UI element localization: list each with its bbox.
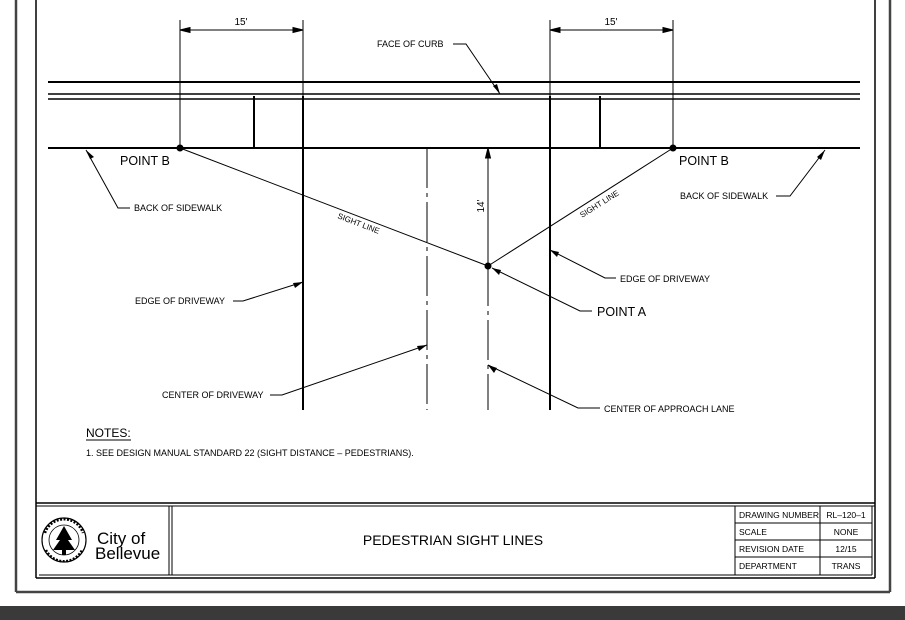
arrowhead [492, 268, 501, 275]
dim-depth: 14' [476, 199, 487, 212]
center-of-driveway-label: CENTER OF DRIVEWAY [162, 390, 264, 400]
dim-left-width: 15' [234, 17, 247, 28]
point-a-label: POINT A [597, 305, 647, 319]
sight-line-right [487, 147, 674, 267]
logo-bellevue: Bellevue [95, 544, 160, 563]
dim-arrow [549, 26, 561, 34]
leader-back-of-sidewalk-right [776, 149, 826, 197]
seal-text-bottom-arc [44, 549, 84, 563]
center-of-approach-lane-label: CENTER OF APPROACH LANE [604, 404, 735, 414]
row-label: DEPARTMENT [739, 561, 797, 571]
tree-icon [53, 526, 75, 550]
city-seal [41, 517, 87, 563]
back-of-sidewalk-left-label: BACK OF SIDEWALK [134, 203, 222, 213]
row-label: REVISION DATE [739, 544, 804, 554]
point-b-left-marker [176, 144, 184, 152]
drawing-title: PEDESTRIAN SIGHT LINES [363, 532, 543, 548]
row-value: TRANS [832, 561, 861, 571]
edge-of-driveway-right-label: EDGE OF DRIVEWAY [620, 274, 710, 284]
dim-arrow [179, 26, 191, 34]
dim-arrow [662, 26, 674, 34]
dim-right-width: 15' [604, 17, 617, 28]
leader-point-a [491, 267, 592, 312]
note-item: 1. SEE DESIGN MANUAL STANDARD 22 (SIGHT … [86, 448, 414, 458]
seal-text-top-arc [43, 518, 85, 534]
sight-lines [179, 147, 674, 267]
point-a-marker [484, 262, 492, 270]
logo-city-of: City of [97, 529, 145, 548]
leader-back-of-sidewalk-left [85, 149, 130, 209]
sight-line-left-label: SIGHT LINE [336, 211, 381, 235]
point-b-right-marker [669, 144, 677, 152]
leader-center-of-approach-lane [487, 364, 600, 409]
leader-edge-of-driveway-left [233, 281, 304, 302]
title-block [36, 502, 875, 576]
leaders [85, 43, 826, 409]
dim-arrow [292, 26, 304, 34]
arrowhead [493, 84, 500, 94]
leader-face-of-curb [453, 43, 501, 95]
row-value: RL–120–1 [826, 510, 866, 520]
arrowhead [488, 365, 497, 373]
dimensions [179, 20, 674, 266]
street-lines [48, 81, 860, 410]
row-value: NONE [834, 527, 859, 537]
leader-center-of-driveway [270, 344, 428, 396]
leader-arrows [86, 84, 825, 373]
row-label: DRAWING NUMBER [739, 510, 819, 520]
edge-of-driveway-left-label: EDGE OF DRIVEWAY [135, 296, 225, 306]
point-b-right-label: POINT B [679, 154, 729, 168]
notes-heading: NOTES: [86, 426, 131, 440]
face-of-curb-label: FACE OF CURB [377, 39, 444, 49]
arrowhead [550, 250, 559, 257]
bottom-bar [0, 606, 905, 620]
arrowhead [86, 150, 94, 159]
back-of-sidewalk-right-label: BACK OF SIDEWALK [680, 191, 768, 201]
arrowhead [417, 345, 427, 351]
point-b-left-label: POINT B [120, 154, 170, 168]
tree-trunk [62, 550, 66, 555]
leader-edge-of-driveway-right [549, 249, 616, 279]
dim-arrow [484, 147, 492, 159]
arrowhead [817, 150, 825, 160]
arrowhead [293, 282, 303, 288]
row-value: 12/15 [835, 544, 857, 554]
row-label: SCALE [739, 527, 767, 537]
sight-line-left [179, 147, 489, 267]
sheet-frame [14, 0, 892, 594]
